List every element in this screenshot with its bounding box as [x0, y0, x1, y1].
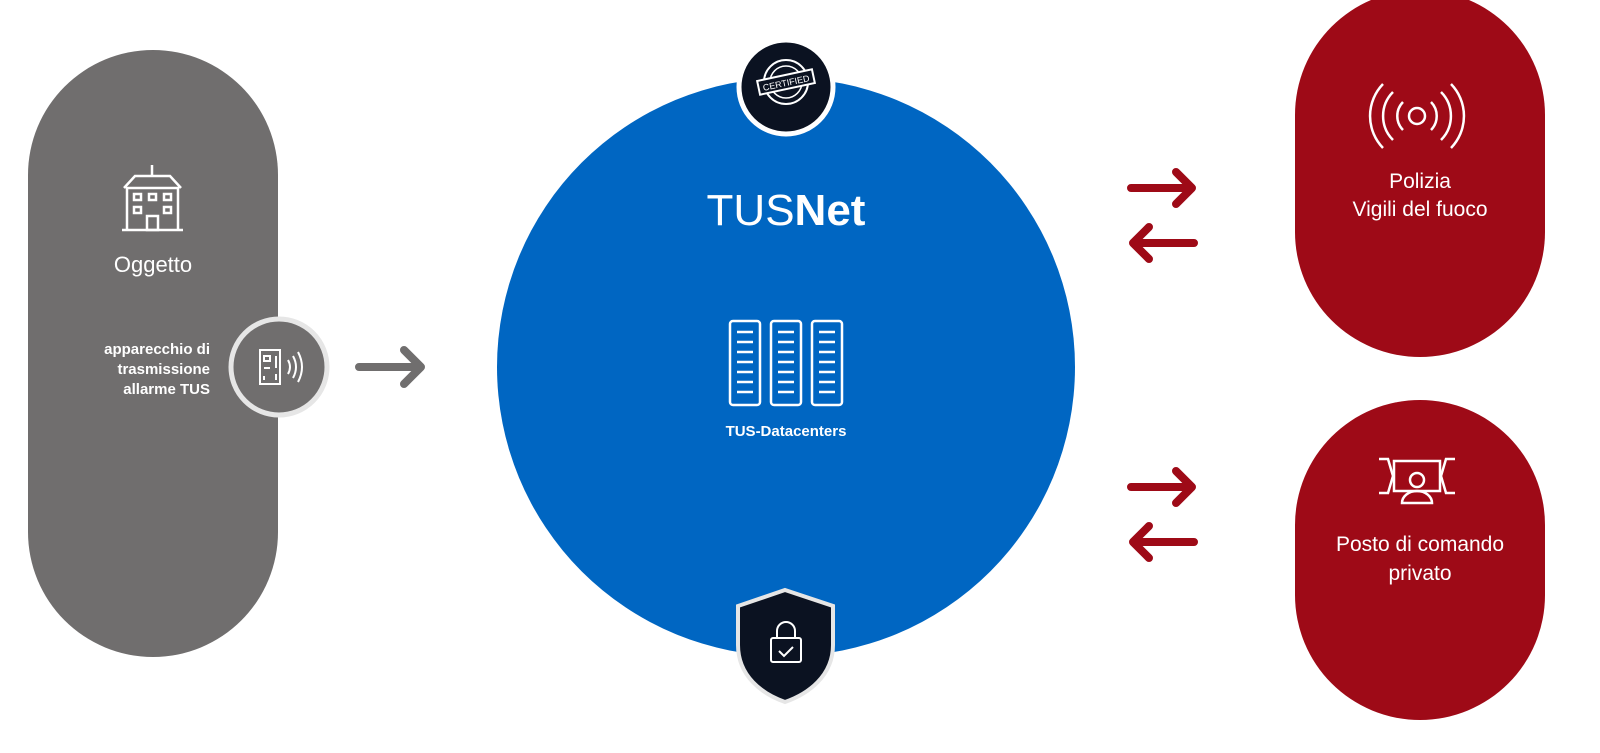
arrow-right-icon [355, 346, 425, 388]
recipient-line: Vigili del fuoco [1352, 198, 1487, 221]
control-room-icon [1379, 457, 1455, 505]
lock-icon [770, 621, 802, 663]
recipient-line: privato [1388, 562, 1451, 585]
servers-icon [728, 319, 844, 407]
datacenter-label: TUS-Datacenters [726, 423, 847, 440]
arrow-right-icon [1127, 467, 1196, 507]
security-shield [736, 587, 835, 705]
recipient-emergency [1295, 0, 1545, 357]
device-label-1: apparecchio di [104, 341, 210, 358]
recipient-line: Polizia [1389, 170, 1451, 193]
device-label-2: trasmissione [117, 361, 210, 378]
object-panel [28, 50, 278, 657]
recipient-line: Posto di comando [1336, 533, 1504, 556]
recipient-control-room [1295, 400, 1545, 720]
tusnet-circle [497, 78, 1075, 656]
transmitter-icon [259, 349, 303, 385]
device-label-3: allarme TUS [123, 381, 210, 398]
building-icon [122, 165, 183, 232]
object-title: Oggetto [114, 252, 192, 277]
arrow-left-icon [1129, 522, 1198, 562]
alarm-signal-icon [1368, 83, 1466, 149]
tusnet-title: TUSNet [707, 186, 866, 235]
arrow-right-icon [1127, 168, 1196, 208]
arrow-left-icon [1129, 223, 1198, 263]
